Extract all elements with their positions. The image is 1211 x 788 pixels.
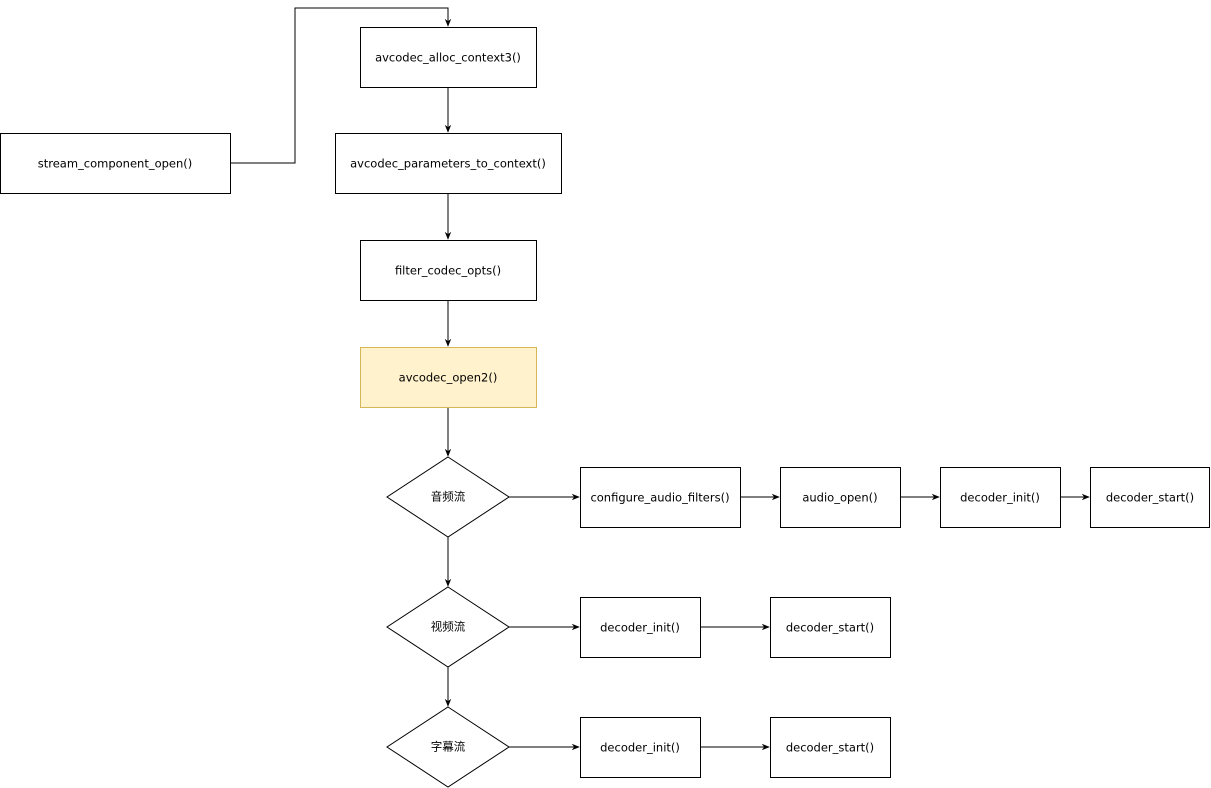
node-label: configure_audio_filters() <box>590 491 729 505</box>
node-label: avcodec_parameters_to_context() <box>350 157 546 171</box>
decision-audio-stream: 音频流 <box>386 456 510 538</box>
node-label: audio_open() <box>802 491 877 505</box>
node-label: stream_component_open() <box>38 157 193 171</box>
node-subtitle-decoder-init: decoder_init() <box>580 717 701 778</box>
node-label: decoder_init() <box>600 741 680 755</box>
node-audio-decoder-start: decoder_start() <box>1090 467 1210 528</box>
edges <box>231 7 1090 751</box>
edge-stream-open-to-alloc <box>231 7 452 164</box>
decision-label: 字幕流 <box>431 740 466 754</box>
node-stream-component-open: stream_component_open() <box>0 133 231 194</box>
node-label: avcodec_alloc_context3() <box>375 51 521 65</box>
node-audio-decoder-init: decoder_init() <box>940 467 1061 528</box>
node-configure-audio-filters: configure_audio_filters() <box>580 467 741 528</box>
node-subtitle-decoder-start: decoder_start() <box>770 717 891 778</box>
node-label: avcodec_open2() <box>399 371 498 385</box>
decision-video-stream: 视频流 <box>386 586 510 668</box>
decision-label: 视频流 <box>431 620 466 634</box>
node-alloc-context: avcodec_alloc_context3() <box>360 27 537 88</box>
decision-subtitle-stream: 字幕流 <box>386 706 510 788</box>
node-label: decoder_init() <box>960 491 1040 505</box>
node-label: decoder_start() <box>786 621 874 635</box>
node-avcodec-open2: avcodec_open2() <box>360 347 537 408</box>
node-label: filter_codec_opts() <box>395 264 501 278</box>
node-label: decoder_start() <box>1106 491 1194 505</box>
decision-label: 音频流 <box>431 490 466 504</box>
node-video-decoder-init: decoder_init() <box>580 597 701 658</box>
node-label: decoder_start() <box>786 741 874 755</box>
node-video-decoder-start: decoder_start() <box>770 597 891 658</box>
node-label: decoder_init() <box>600 621 680 635</box>
node-audio-open: audio_open() <box>780 467 901 528</box>
node-filter-codec-opts: filter_codec_opts() <box>360 240 537 301</box>
node-parameters-to-context: avcodec_parameters_to_context() <box>335 133 562 194</box>
